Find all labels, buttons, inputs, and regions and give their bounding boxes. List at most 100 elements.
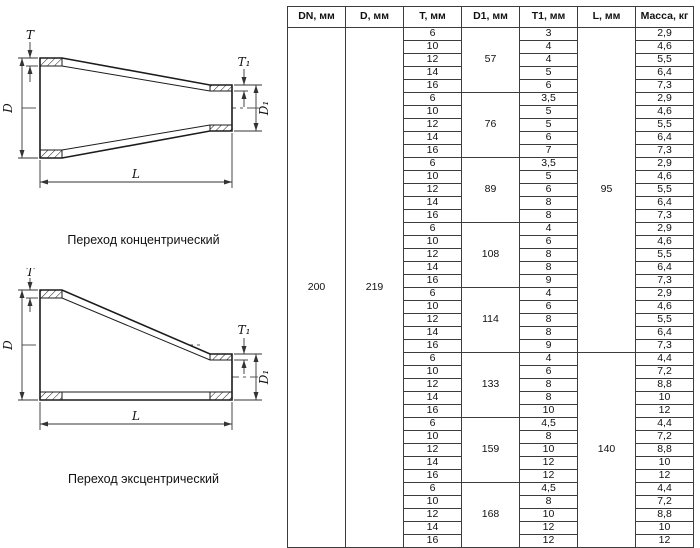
cell-t: 16 [403,469,462,483]
cell-t: 10 [403,300,462,314]
cell-mass: 7,3 [635,209,694,223]
dim-T: T [26,268,38,312]
cell-t: 16 [403,144,462,158]
cell-t: 16 [403,79,462,93]
cell-t1: 4 [519,53,578,67]
cell-t: 14 [403,196,462,210]
cell-t: 16 [403,534,462,548]
cell-t1: 8 [519,378,578,392]
cell-t1: 4 [519,352,578,366]
cell-mass: 7,3 [635,339,694,353]
cell-dn: 200 [287,27,346,548]
cell-d1: 108 [461,222,520,288]
cell-t: 6 [403,352,462,366]
cell-d1: 76 [461,92,520,158]
dim-label-L: L [131,409,140,423]
cell-t1: 4 [519,222,578,236]
dim-L: L [39,402,233,430]
cell-t1: 3 [519,27,578,41]
cell-d1: 89 [461,157,520,223]
reducer-body [39,289,233,401]
eccentric-reducer-drawing: D D₁ T T₁ L [1,268,271,430]
cell-t: 10 [403,170,462,184]
cell-mass: 10 [635,456,694,470]
cell-t: 14 [403,326,462,340]
dim-T1: T₁ [234,323,250,374]
cell-t: 14 [403,66,462,80]
cell-t: 12 [403,248,462,262]
dim-D: D [1,289,38,401]
cell-t1: 6 [519,183,578,197]
hatched-wall-sections [39,289,233,401]
cell-t: 12 [403,443,462,457]
cell-mass: 4,6 [635,235,694,249]
cell-mass: 2,9 [635,287,694,301]
cell-mass: 2,9 [635,157,694,171]
cell-mass: 6,4 [635,261,694,275]
cell-mass: 4,6 [635,170,694,184]
cell-t1: 12 [519,469,578,483]
table-row: 12 8 5,5 [288,248,694,262]
cell-mass: 4,6 [635,105,694,119]
column-header: T1, мм [519,6,578,28]
page: D D₁ T T₁ L Переход ко [1,6,694,548]
dim-label-T: T [26,268,35,279]
cell-mass: 5,5 [635,248,694,262]
reducer-body [39,57,233,159]
dim-label-T1: T₁ [238,55,251,69]
cell-t: 12 [403,53,462,67]
cell-t: 12 [403,378,462,392]
cell-t: 6 [403,417,462,431]
cell-mass: 7,2 [635,430,694,444]
cell-t1: 9 [519,339,578,353]
cell-t1: 3,5 [519,92,578,106]
cell-mass: 6,4 [635,66,694,80]
cell-t1: 8 [519,248,578,262]
cell-t: 14 [403,131,462,145]
column-header: Масса, кг [635,6,694,28]
dim-D1: D₁ [234,84,271,132]
dim-D1: D₁ [234,353,271,401]
cell-t: 14 [403,391,462,405]
cell-t: 10 [403,40,462,54]
cell-mass: 7,2 [635,495,694,509]
cell-t1: 5 [519,105,578,119]
cell-t1: 10 [519,443,578,457]
cell-mass: 5,5 [635,118,694,132]
cell-t1: 8 [519,430,578,444]
cell-t: 6 [403,157,462,171]
cell-mass: 5,5 [635,183,694,197]
cell-mass: 12 [635,534,694,548]
cell-t1: 6 [519,131,578,145]
cell-mass: 7,3 [635,144,694,158]
concentric-caption: Переход концентрический [67,233,220,247]
dim-label-D1: D₁ [257,370,271,385]
cell-t1: 12 [519,521,578,535]
cell-d1: 133 [461,352,520,418]
cell-d: 219 [345,27,404,548]
cell-t: 6 [403,92,462,106]
cell-t1: 7 [519,144,578,158]
cell-l: 140 [577,352,636,548]
cell-t1: 5 [519,118,578,132]
cell-mass: 6,4 [635,131,694,145]
cell-t: 12 [403,508,462,522]
cell-d1: 159 [461,417,520,483]
cell-l: 95 [577,27,636,353]
concentric-reducer-drawing: D D₁ T T₁ L [1,28,271,188]
cell-t1: 10 [519,508,578,522]
cell-t: 10 [403,430,462,444]
cell-d1: 114 [461,287,520,353]
cell-mass: 4,6 [635,40,694,54]
cell-d1: 57 [461,27,520,93]
cell-t: 10 [403,495,462,509]
cell-t1: 8 [519,495,578,509]
